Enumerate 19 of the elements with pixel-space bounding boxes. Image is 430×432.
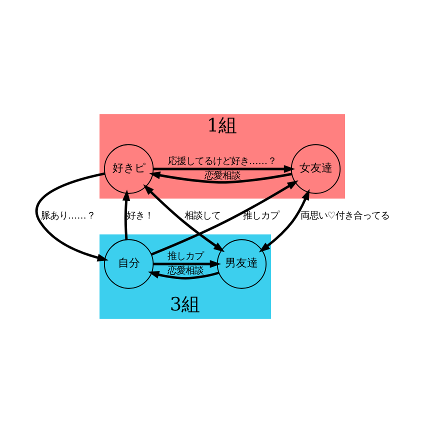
edge-label: 恋愛相談 [204,170,240,181]
arrow [153,164,296,172]
edge-label: 両思い♡付き合ってる [300,210,390,222]
edge-label: 推しカプ [167,250,204,262]
arrow [258,188,310,252]
arrow [153,260,222,268]
edge-label: 脈あり……？ [40,210,96,222]
arrow [35,172,108,261]
arrow [148,270,220,280]
node-circle: 男友達 [216,238,267,288]
arrow [122,189,130,240]
edge-label: 恋愛相談 [167,264,204,276]
arrow [143,184,225,252]
node-circle: 女友達 [290,144,341,194]
edge-label: 相談して [184,210,221,222]
arrow [149,171,292,184]
node-circle: 自分 [104,238,154,288]
arrow [150,180,298,256]
edge-label: 応援してるけど好き……？ [168,156,277,167]
